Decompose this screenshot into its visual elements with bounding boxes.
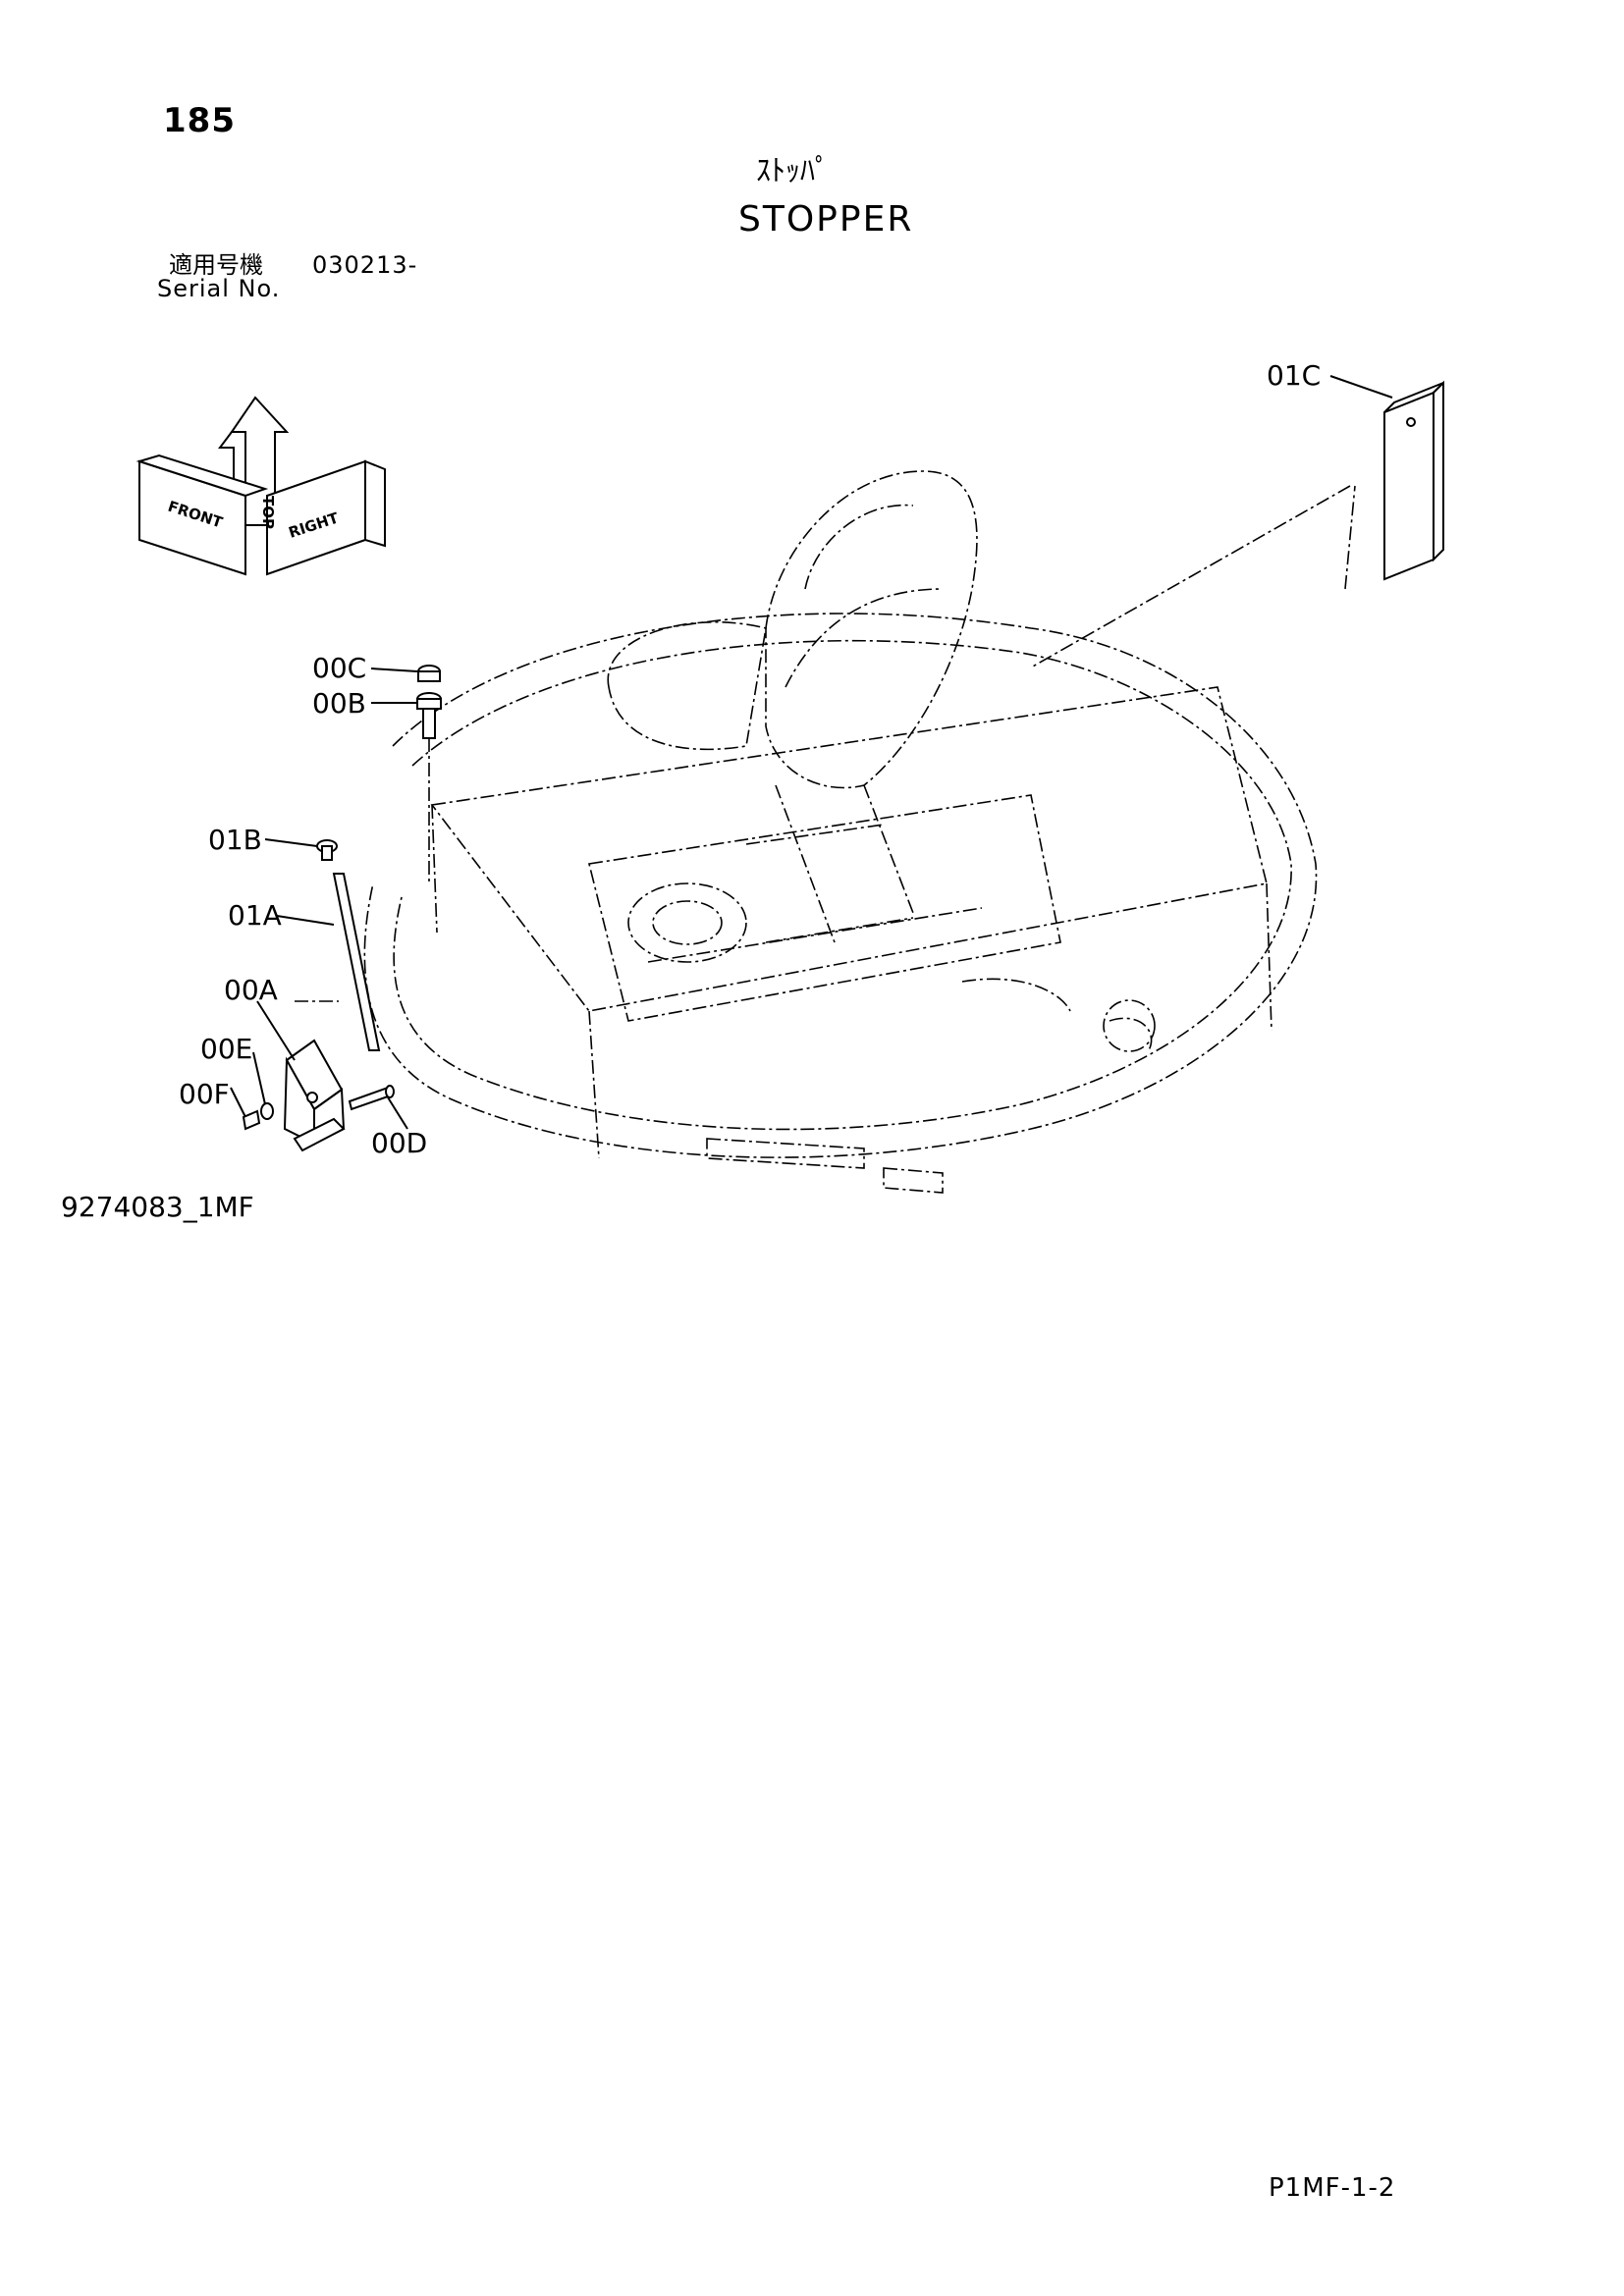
part-01A bbox=[332, 873, 381, 1051]
right-arrow-side-icon bbox=[364, 459, 386, 548]
callout-00F: 00F bbox=[179, 1078, 230, 1110]
serial-label-japanese: 適用号機 bbox=[169, 251, 263, 279]
callout-00A: 00A bbox=[224, 974, 278, 1006]
page-code: P1MF-1-2 bbox=[1269, 2173, 1396, 2203]
part-01B bbox=[316, 839, 338, 861]
callout-00C: 00C bbox=[312, 652, 366, 684]
callout-00E: 00E bbox=[200, 1033, 252, 1065]
leader-01B bbox=[264, 838, 318, 847]
page-number: 185 bbox=[163, 101, 236, 140]
leader-00C bbox=[370, 667, 418, 672]
leader-00F bbox=[230, 1087, 246, 1118]
part-00A bbox=[283, 1039, 346, 1152]
operator-seat bbox=[607, 470, 978, 943]
orientation-indicator: TOP FRONT RIGHT bbox=[135, 396, 386, 576]
title-english: STOPPER bbox=[738, 199, 914, 240]
title-japanese: ｽﾄｯﾊﾟ bbox=[756, 154, 830, 188]
serial-label-english: Serial No. bbox=[157, 275, 281, 302]
part-00F bbox=[242, 1109, 261, 1131]
leader-01C-phantom bbox=[1030, 485, 1351, 668]
part-00E bbox=[260, 1102, 274, 1120]
part-00B bbox=[416, 692, 442, 739]
part-01C bbox=[1383, 380, 1444, 581]
callout-01A: 01A bbox=[228, 899, 282, 932]
top-label: TOP bbox=[259, 496, 277, 529]
callout-01C: 01C bbox=[1267, 359, 1321, 392]
leader-01A bbox=[276, 915, 335, 926]
drawing-number: 9274083_1MF bbox=[61, 1191, 254, 1223]
part-00C bbox=[417, 665, 441, 682]
leader-00E bbox=[252, 1051, 266, 1105]
front-arrow-top-icon bbox=[135, 454, 269, 498]
callout-00D: 00D bbox=[371, 1127, 427, 1159]
part-00D bbox=[348, 1085, 395, 1111]
leader-01C bbox=[1329, 375, 1393, 399]
serial-value: 030213- bbox=[312, 251, 418, 279]
callout-00B: 00B bbox=[312, 687, 366, 720]
upperstructure-frame bbox=[363, 613, 1318, 1194]
leader-00D bbox=[387, 1096, 408, 1130]
leader-00A bbox=[256, 1000, 296, 1061]
callout-01B: 01B bbox=[208, 824, 262, 856]
